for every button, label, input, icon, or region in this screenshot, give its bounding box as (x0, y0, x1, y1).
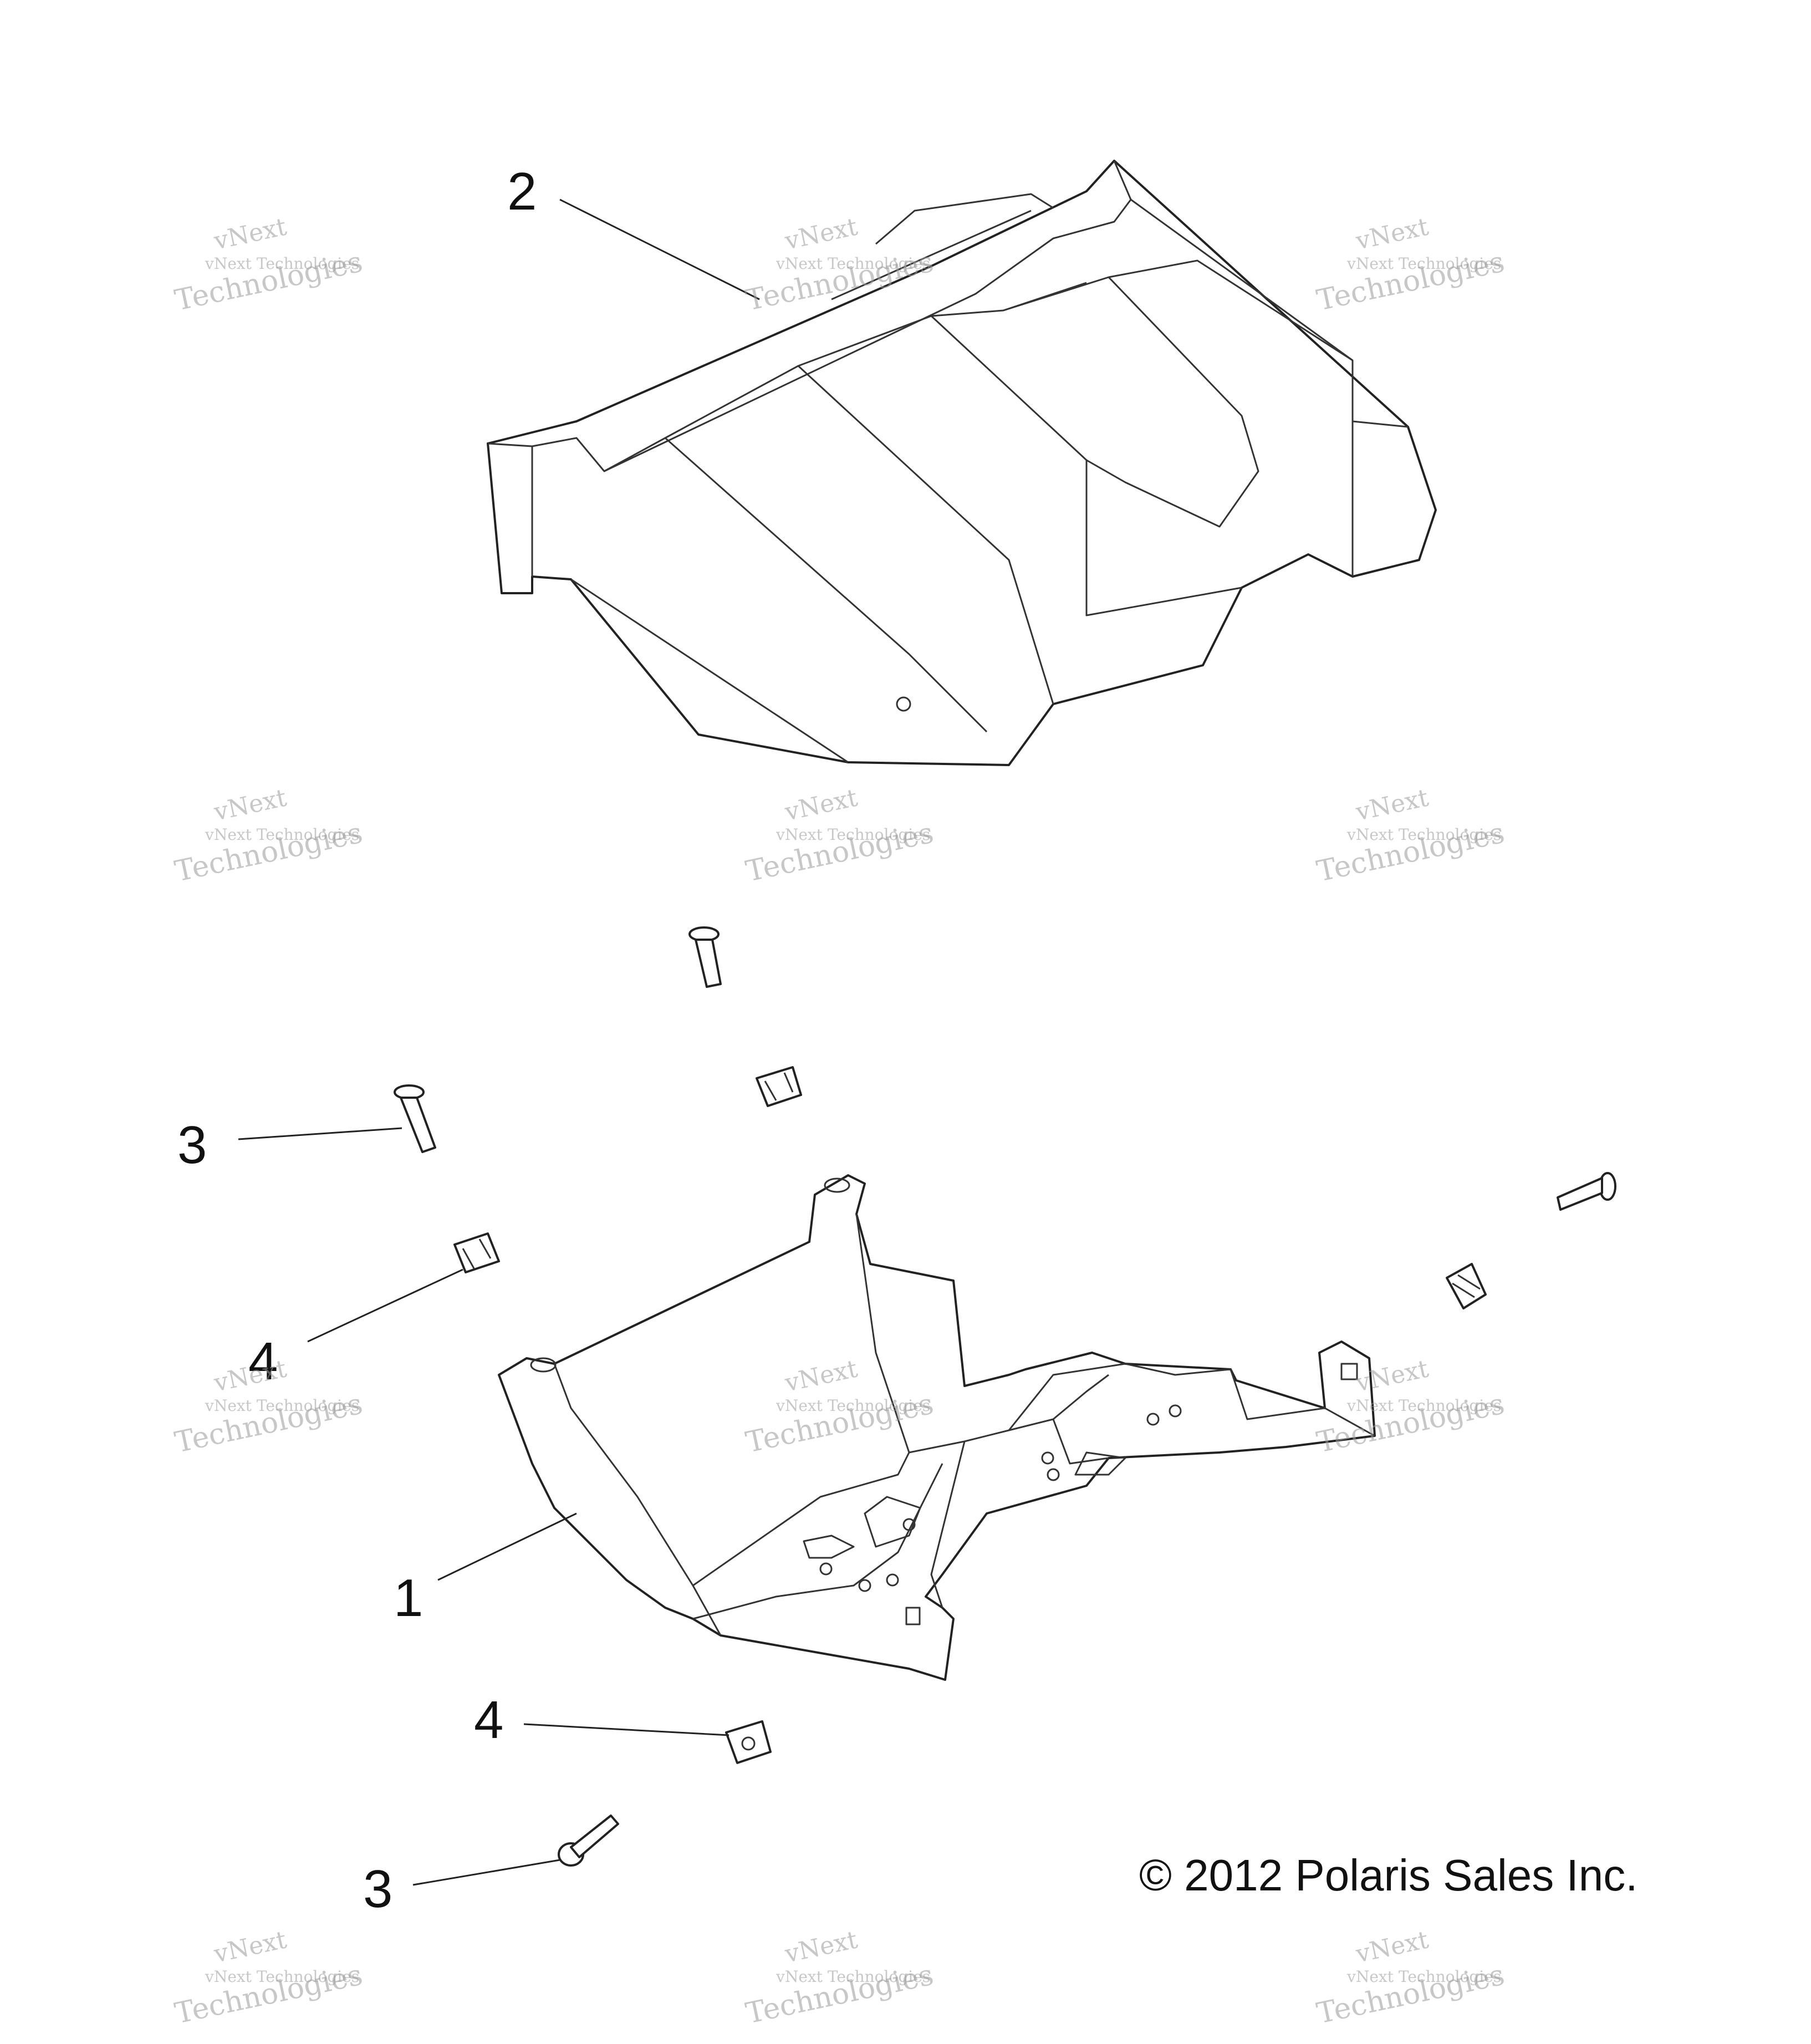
svg-text:vNext Technologies: vNext Technologies (1346, 1967, 1501, 1986)
screw-right (1557, 1172, 1616, 1211)
svg-text:vNext: vNext (1353, 783, 1431, 827)
svg-text:vNext Technologies: vNext Technologies (205, 1967, 359, 1986)
svg-text:vNext: vNext (782, 212, 860, 256)
clip-nut-right (1446, 1263, 1487, 1309)
svg-text:vNext Technologies: vNext Technologies (205, 1396, 359, 1415)
watermark: vNext vNext Technologies Technologies (172, 212, 365, 317)
callout-4-lower: 4 (474, 1690, 503, 1750)
svg-text:vNext Technologies: vNext Technologies (205, 254, 359, 273)
clip-nut-left (453, 1232, 500, 1273)
clip-nut-top-center (756, 1066, 802, 1107)
callout-3-lower: 3 (363, 1859, 392, 1919)
svg-text:vNext: vNext (782, 1925, 860, 1969)
svg-text:vNext Technologies: vNext Technologies (776, 254, 930, 273)
svg-text:vNext Technologies: vNext Technologies (776, 825, 930, 844)
watermark: vNext vNext Technologies Technologies (743, 1925, 936, 2030)
screw-left-upper (394, 1084, 436, 1153)
callout-1: 1 (394, 1568, 423, 1628)
svg-text:vNext Technologies: vNext Technologies (776, 1967, 930, 1986)
svg-text:vNext Technologies: vNext Technologies (1346, 825, 1501, 844)
svg-text:vNext: vNext (1353, 1925, 1431, 1969)
svg-text:vNext Technologies: vNext Technologies (1346, 1396, 1501, 1415)
callout-3-upper: 3 (177, 1115, 207, 1175)
copyright-notice: © 2012 Polaris Sales Inc. (1139, 1851, 1637, 1900)
part-2-cover (487, 160, 1437, 766)
watermark: vNext vNext Technologies Technologies (1314, 783, 1507, 888)
screw-top-center (688, 926, 722, 988)
screw-bottom (558, 1814, 619, 1867)
svg-text:vNext Technologies: vNext Technologies (1346, 254, 1501, 273)
watermark: vNext vNext Technologies Technologies (172, 783, 365, 888)
clip-nut-bottom (725, 1720, 772, 1764)
watermark: vNext vNext Technologies Technologies (1314, 1925, 1507, 2030)
callout-2: 2 (507, 162, 537, 221)
svg-text:vNext: vNext (782, 783, 860, 827)
part-1-bracket (498, 1174, 1376, 1681)
svg-text:vNext: vNext (211, 783, 289, 827)
svg-text:vNext Technologies: vNext Technologies (205, 825, 359, 844)
svg-text:vNext Technologies: vNext Technologies (776, 1396, 930, 1415)
watermark: vNext vNext Technologies Technologies (172, 1354, 365, 1459)
callout-4-upper: 4 (248, 1332, 278, 1391)
svg-text:vNext: vNext (211, 1925, 289, 1969)
leader-lines (238, 198, 760, 1886)
watermark: vNext vNext Technologies Technologies (1314, 212, 1507, 317)
svg-text:vNext: vNext (1353, 212, 1431, 256)
svg-text:vNext: vNext (211, 212, 289, 256)
watermark: vNext vNext Technologies Technologies (743, 783, 936, 888)
watermark: vNext vNext Technologies Technologies (172, 1925, 365, 2030)
